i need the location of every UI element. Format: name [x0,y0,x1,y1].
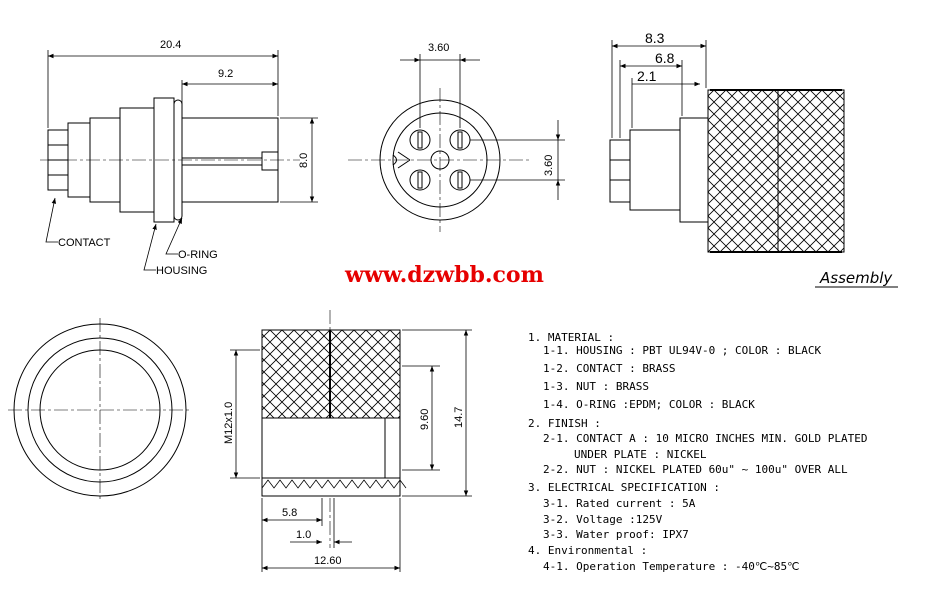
dim-front-v: 3.60 [543,155,555,176]
nut-front-view [8,318,192,502]
spec-line: 4. Environmental : [528,544,647,557]
spec-block: 1. MATERIAL : 1-1. HOUSING : PBT UL94V-0… [528,331,868,573]
spec-line: 3-1. Rated current : 5A [543,497,696,510]
callout-leaders [45,197,183,271]
dim-front-h: 3.60 [428,42,449,54]
spec-line: 3-2. Voltage :125V [543,513,663,526]
assembly-label: Assembly [819,269,893,287]
nut-dimensions [230,329,472,572]
dim-asm-1: 8.3 [645,30,665,46]
dim-nut-inner: 9.60 [419,409,431,430]
assembly-dimensions [611,40,707,138]
spec-line: 1-2. CONTACT : BRASS [543,362,675,375]
dim-nut-outer: 14.7 [453,407,465,428]
callout-housing: HOUSING [156,265,207,277]
dim-side-height: 8.0 [298,153,310,168]
spec-line: 3-3. Water proof: IPX7 [543,528,689,541]
callout-contact: CONTACT [58,237,111,249]
dim-nut-thread: M12x1.0 [223,402,235,444]
spec-line: 1-3. NUT : BRASS [543,380,649,393]
front-dimensions [400,54,565,200]
callout-oring: O-RING [178,249,218,261]
dim-asm-2: 6.8 [655,50,675,66]
spec-line: 1-1. HOUSING : PBT UL94V-0 ; COLOR : BLA… [543,344,822,357]
spec-line: 2-2. NUT : NICKEL PLATED 60u" ~ 100u" OV… [543,463,848,476]
dim-nut-b: 1.0 [296,529,311,541]
spec-line: UNDER PLATE : NICKEL [574,448,707,461]
watermark-text: www.dzwbb.com [344,262,544,288]
side-view [40,97,300,223]
dim-nut-a: 5.8 [282,507,297,519]
dim-side-nut: 9.2 [218,68,233,80]
spec-line: 4-1. Operation Temperature : -40℃~85℃ [543,560,800,573]
dim-asm-3: 2.1 [637,68,657,84]
assembly-view [609,89,845,253]
side-dimensions [47,50,318,203]
dim-side-overall: 20.4 [160,39,181,51]
front-view [348,88,532,232]
spec-line: 2. FINISH : [528,417,601,430]
dim-nut-len: 12.60 [314,555,342,567]
spec-line: 3. ELECTRICAL SPECIFICATION : [528,481,720,494]
spec-line: 1. MATERIAL : [528,331,614,344]
nut-section-view [261,310,407,548]
spec-line: 1-4. O-RING :EPDM; COLOR : BLACK [543,398,755,411]
spec-line: 2-1. CONTACT A : 10 MICRO INCHES MIN. GO… [543,432,868,445]
